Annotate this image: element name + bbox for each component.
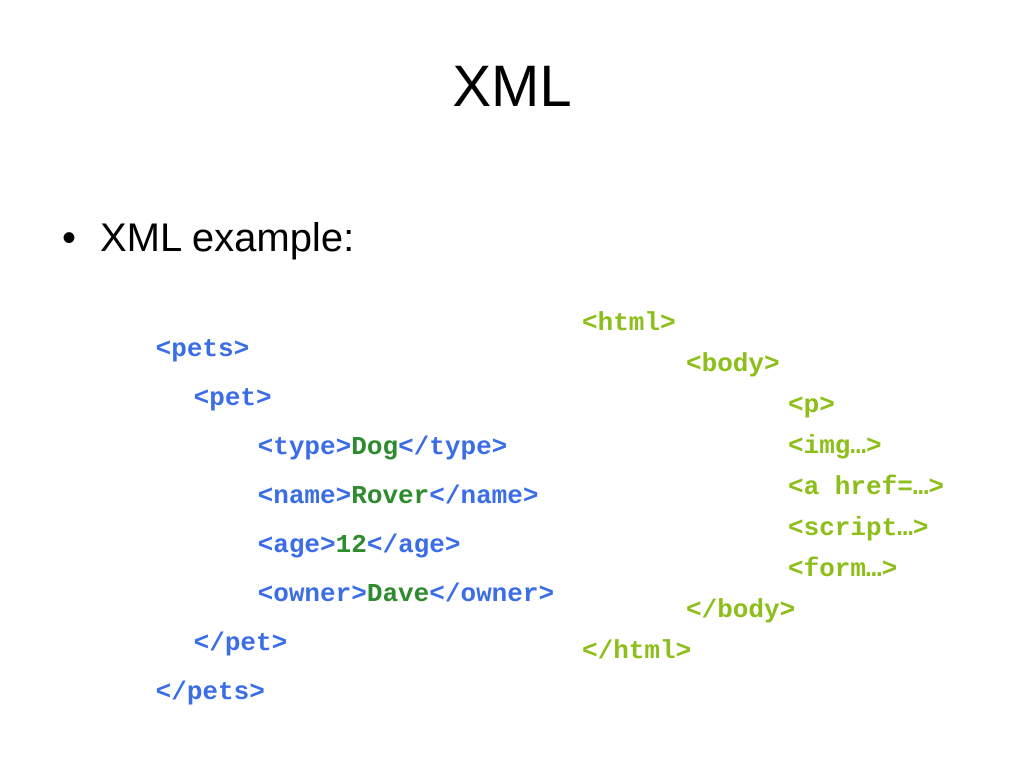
xml-line-type: <type>Dog</type> <box>164 408 508 486</box>
xml-value: 12 <box>335 530 367 560</box>
xml-tag: <pet> <box>193 383 272 413</box>
xml-tag: </name> <box>429 481 539 511</box>
xml-tag: </pets> <box>155 677 265 707</box>
html-line-body-open: <body> <box>686 349 780 379</box>
html-line-body-close: </body> <box>686 595 796 625</box>
xml-line-pet-close: </pet> <box>100 604 288 682</box>
xml-line-owner: <owner>Dave</owner> <box>164 555 554 633</box>
xml-tag: <pets> <box>155 334 250 364</box>
xml-tag: <type> <box>257 432 352 462</box>
xml-value: Dave <box>366 579 430 609</box>
bullet-dot-icon: • <box>62 216 77 260</box>
xml-tag: <owner> <box>257 579 367 609</box>
xml-tag: </owner> <box>429 579 555 609</box>
html-line-img: <img…> <box>788 431 882 461</box>
slide-title: XML <box>452 54 572 119</box>
html-line-html-close: </html> <box>582 636 692 666</box>
html-line-a-href: <a href=…> <box>788 472 945 502</box>
xml-line-age: <age>12</age> <box>164 506 461 584</box>
xml-line-pets-open: <pets> <box>62 310 250 388</box>
html-line-p: <p> <box>788 390 835 420</box>
xml-line-name: <name>Rover</name> <box>164 457 539 535</box>
xml-line-pets-close: </pets> <box>62 653 265 731</box>
html-line-script: <script…> <box>788 513 929 543</box>
xml-line-pet-open: <pet> <box>100 359 272 437</box>
xml-tag: <age> <box>257 530 336 560</box>
html-line-form: <form…> <box>788 554 898 584</box>
bullet-item: • XML example: <box>62 218 354 258</box>
xml-tag: </pet> <box>193 628 288 658</box>
xml-tag: </type> <box>398 432 508 462</box>
xml-value: Rover <box>351 481 430 511</box>
xml-value: Dog <box>351 432 399 462</box>
xml-tag: <name> <box>257 481 352 511</box>
html-line-html-open: <html> <box>582 308 676 338</box>
bullet-text: XML example: <box>100 216 355 260</box>
xml-tag: </age> <box>366 530 461 560</box>
